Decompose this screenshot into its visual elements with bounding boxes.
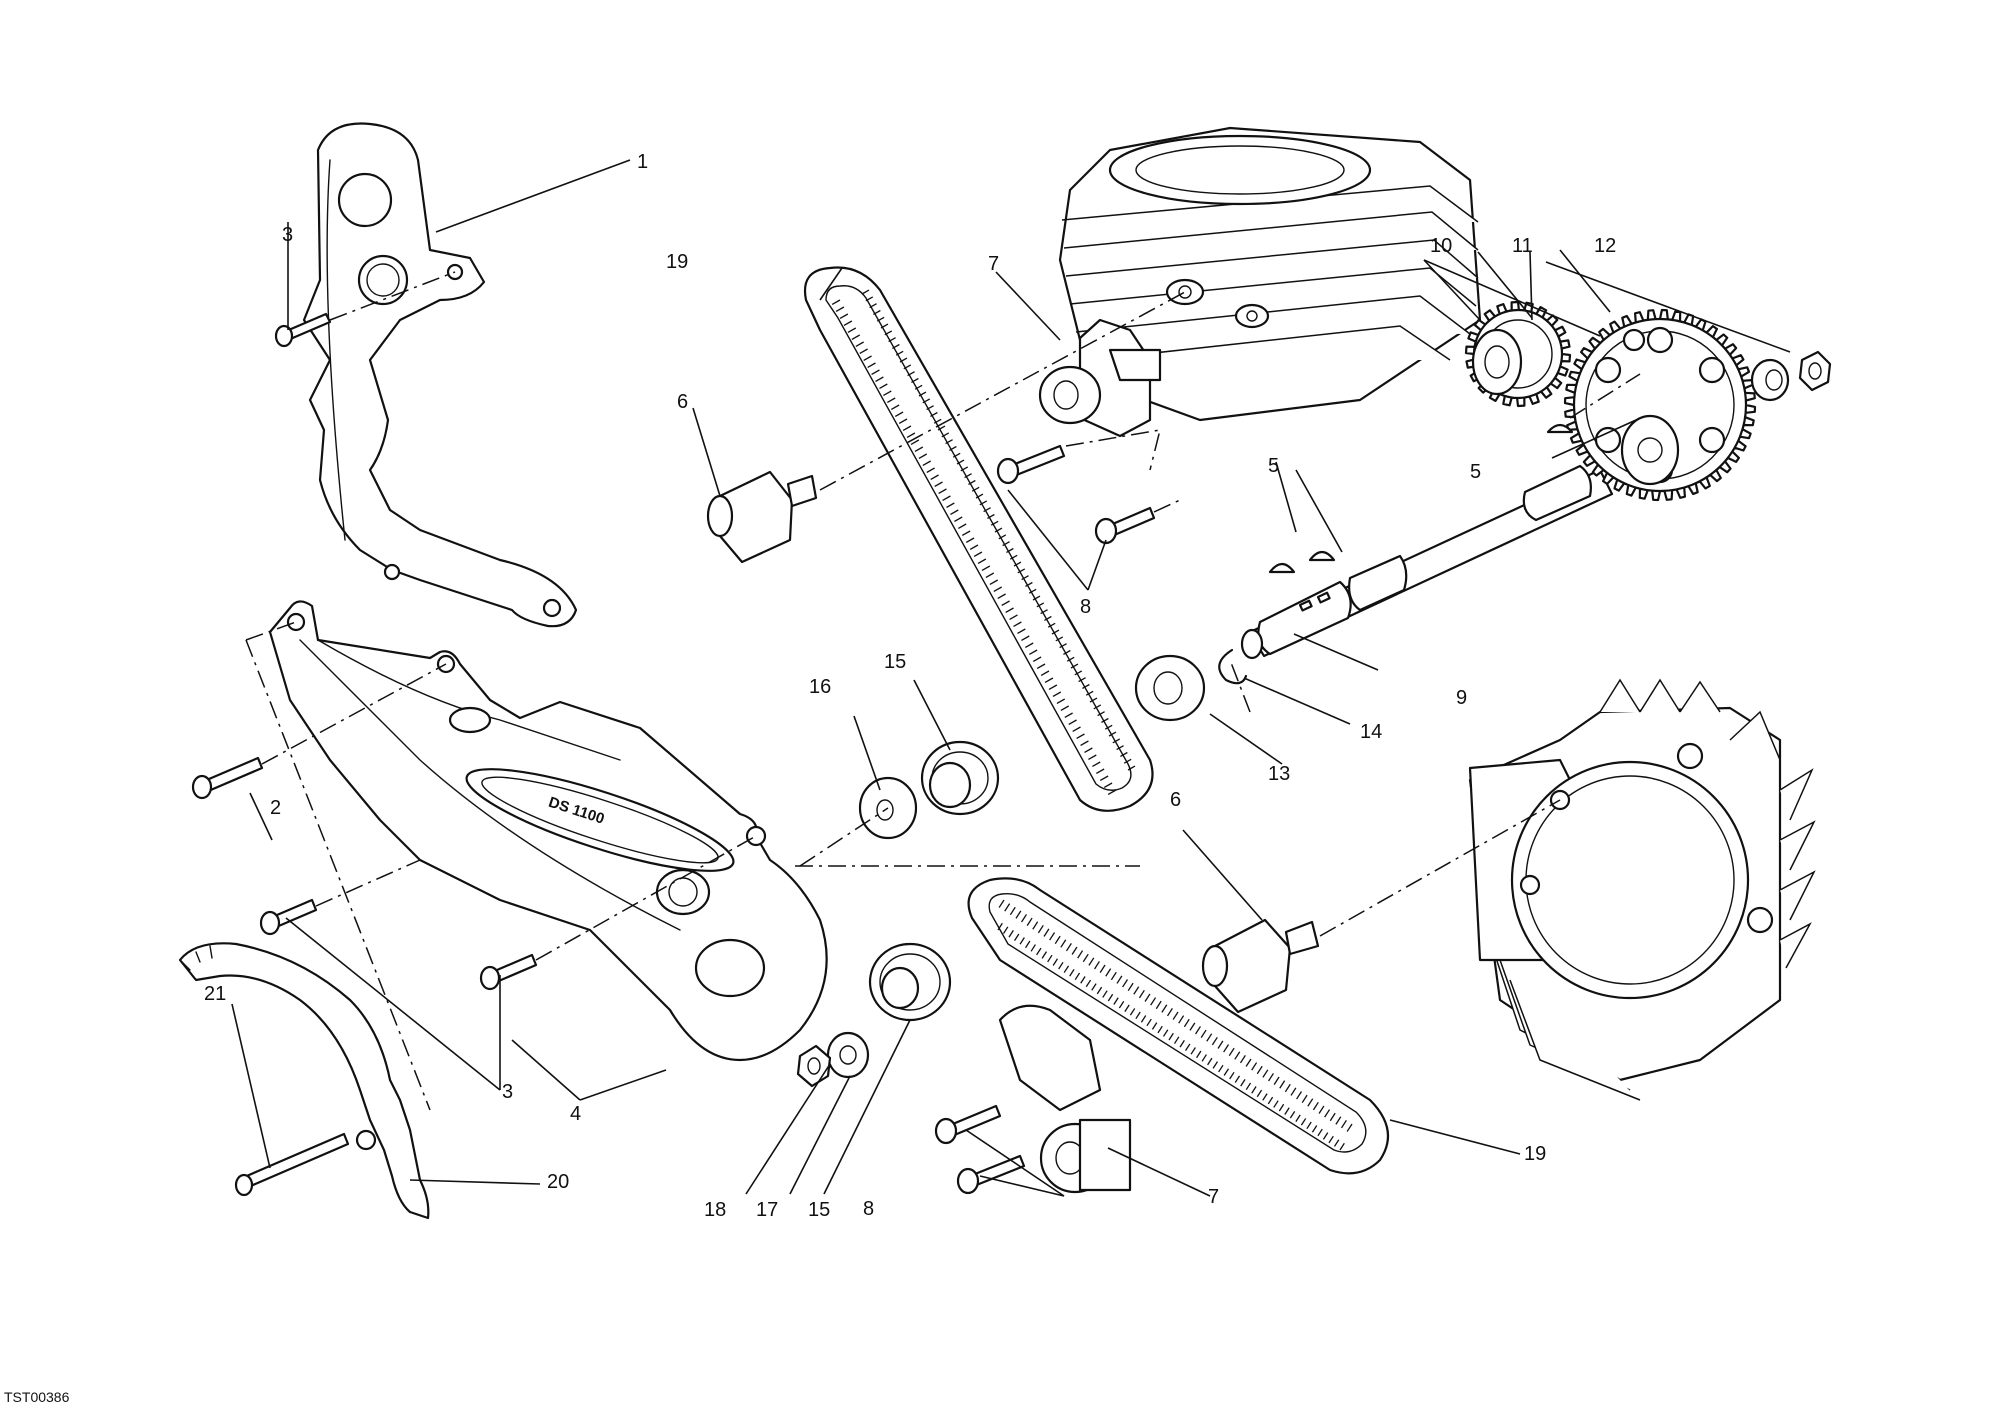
part-4-lower-belt-cover: DS 1100 xyxy=(268,600,828,1062)
part-21-bolt xyxy=(234,1132,350,1197)
part-8-screw-lower-b xyxy=(956,1154,1026,1195)
part-17-washer xyxy=(826,1031,870,1079)
callout-17: 17 xyxy=(756,1199,778,1221)
part-9-camshaft xyxy=(1240,464,1614,660)
callout-14: 14 xyxy=(1360,721,1382,743)
callout-7-upper: 7 xyxy=(988,253,999,275)
part-1-upper-belt-cover xyxy=(302,122,578,628)
part-12-nut xyxy=(1798,350,1832,392)
callout-4: 4 xyxy=(570,1103,581,1125)
assembly-center-lines xyxy=(245,271,1641,1111)
callout-12: 12 xyxy=(1594,235,1616,257)
part-7-tensioner-lower xyxy=(998,1004,1132,1194)
callout-leader-lines xyxy=(231,159,1791,1197)
callout-3-bottom: 3 xyxy=(502,1081,513,1103)
callout-13: 13 xyxy=(1268,763,1290,785)
part-8-screw-upper-b xyxy=(1094,506,1156,545)
part-20-tool xyxy=(178,942,430,1220)
callout-11: 11 xyxy=(1512,235,1533,257)
part-7-tensioner-upper xyxy=(1038,318,1162,438)
part-3-screw-mid xyxy=(259,898,318,936)
part-11-washer xyxy=(1750,358,1790,402)
callout-19-upper: 19 xyxy=(666,251,688,273)
part-5-woodruff-keys xyxy=(1268,423,1574,574)
part-2-screw xyxy=(191,756,264,800)
callout-15-lower: 15 xyxy=(808,1199,830,1221)
part-15-pulley-upper xyxy=(920,740,1000,816)
part-3-screw-top xyxy=(274,312,332,348)
part-6-spacer-lower xyxy=(1201,918,1320,1014)
callout-3-top: 3 xyxy=(282,224,293,246)
part-13-seal xyxy=(1134,654,1206,722)
part-18-nut xyxy=(796,1044,832,1088)
callout-15-upper: 15 xyxy=(884,651,906,673)
part-6-spacer-upper xyxy=(706,470,818,564)
drawing-code: TST00386 xyxy=(4,1389,70,1405)
callout-20: 20 xyxy=(547,1171,569,1193)
part-19-upper-timing-belt xyxy=(803,266,1154,812)
part-8-screw-lower-a xyxy=(934,1104,1002,1145)
callout-18: 18 xyxy=(704,1199,726,1221)
callout-5-keys: 5 xyxy=(1268,455,1279,477)
callout-6-upper: 6 xyxy=(677,391,688,413)
callout-1: 1 xyxy=(637,151,648,173)
callout-19-lower: 19 xyxy=(1524,1143,1546,1165)
small-timing-pulley xyxy=(1464,300,1572,408)
callout-8-upper: 8 xyxy=(1080,596,1091,618)
belt-upper-teeth xyxy=(831,289,1136,795)
front-cylinder-head xyxy=(1468,678,1816,1101)
callout-2: 2 xyxy=(270,797,281,819)
callout-numbers: 1 2 3 3 4 5 5 6 6 7 7 8 8 9 10 11 12 13 … xyxy=(204,151,1616,1221)
part-19-lower-timing-belt xyxy=(967,877,1390,1175)
part-3-screw-low xyxy=(479,953,538,991)
belt-lower-teeth xyxy=(997,899,1353,1151)
callout-10: 10 xyxy=(1430,235,1452,257)
callout-9: 9 xyxy=(1456,687,1467,709)
rear-cylinder xyxy=(1058,126,1482,422)
part-10-timing-pulleys xyxy=(1464,300,1757,502)
callout-5-shaft: 5 xyxy=(1470,461,1481,483)
callout-6-lower: 6 xyxy=(1170,789,1181,811)
part-8-screw-upper-a xyxy=(996,444,1066,485)
callout-7-lower: 7 xyxy=(1208,1186,1219,1208)
callout-21: 21 xyxy=(204,983,226,1005)
callout-16: 16 xyxy=(809,676,831,698)
callout-8-lower: 8 xyxy=(863,1198,874,1220)
large-timing-pulley xyxy=(1563,308,1757,502)
part-15-pulley-lower xyxy=(868,942,952,1022)
